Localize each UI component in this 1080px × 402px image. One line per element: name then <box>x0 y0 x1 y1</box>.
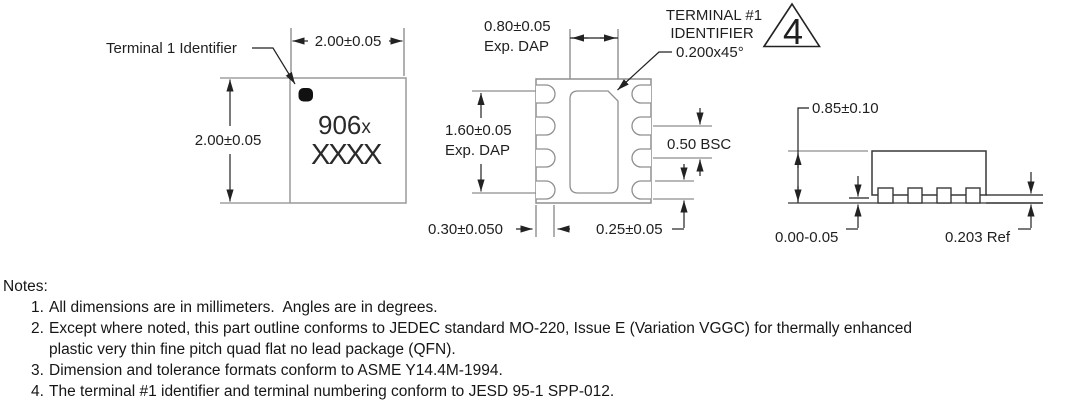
note-text-line: The terminal #1 identifier and terminal … <box>49 383 615 400</box>
note-flag-number: 4 <box>783 11 803 52</box>
bottom-view: 0.80±0.05 Exp. DAP 1.60±0.05 Exp. DAP 0.… <box>428 2 821 238</box>
note-number: 1. <box>31 299 44 316</box>
side-height-dimension <box>794 107 809 203</box>
dap-width-value: 0.80±0.05 <box>484 18 551 35</box>
terminal-1-identifier-dot <box>298 88 313 102</box>
note-item-3: 3. Dimension and tolerance formats confo… <box>3 360 1079 381</box>
top-view-width-value: 2.00±0.05 <box>315 33 382 50</box>
right-terminal-pads <box>631 84 651 200</box>
note-item-1: 1. All dimensions are in millimeters. An… <box>3 297 1079 318</box>
dap-height-label: Exp. DAP <box>445 142 510 159</box>
note-text-line: Dimension and tolerance formats conform … <box>49 362 503 379</box>
bottom-view-extension-lines <box>472 29 712 237</box>
note-item-4: 4. The terminal #1 identifier and termin… <box>3 381 1079 402</box>
top-view-height-value: 2.00±0.05 <box>195 132 262 149</box>
note-number: 2. <box>31 320 44 337</box>
standoff-dimension <box>846 176 869 230</box>
terminal-length-dimension <box>672 164 688 230</box>
terminal-length-value: 0.25±0.05 <box>596 221 663 238</box>
side-height-value: 0.85±0.10 <box>812 100 879 117</box>
standoff-value: 0.00-0.05 <box>775 229 838 246</box>
note-text-line: Except where noted, this part outline co… <box>49 320 912 337</box>
lead-thickness-dimension <box>986 172 1043 230</box>
exposed-dap-outline <box>569 90 619 194</box>
dap-width-label: Exp. DAP <box>484 38 549 55</box>
top-view: 906x XXXX 2.00±0.05 2.00±0.05 Terminal 1… <box>106 28 407 204</box>
side-view-leads <box>877 187 981 204</box>
pitch-value: 0.50 BSC <box>667 136 731 153</box>
note-number: 3. <box>31 362 44 379</box>
package-marking-line2: XXXX <box>311 139 382 171</box>
terminal-1-leader-line <box>252 47 296 85</box>
terminal1-callout-line2: IDENTIFIER <box>670 25 754 42</box>
notes-title: Notes: <box>3 278 48 295</box>
left-terminal-pads <box>536 84 556 200</box>
terminal-1-identifier-label: Terminal 1 Identifier <box>106 40 237 57</box>
dap-height-value: 1.60±0.05 <box>445 122 512 139</box>
terminal1-callout-line1: TERMINAL #1 <box>666 7 762 24</box>
terminal-width-value: 0.30±0.050 <box>428 221 503 238</box>
note-flag-triangle <box>762 2 821 48</box>
note-text-line: All dimensions are in millimeters. Angle… <box>49 299 438 316</box>
chamfer-value: 0.200x45° <box>676 44 744 61</box>
note-text-line: plastic very thin fine pitch quad flat n… <box>49 341 456 358</box>
side-view: 0.85±0.10 0.00-0.05 0.203 Ref <box>775 100 1043 246</box>
note-number: 4. <box>31 383 44 400</box>
note-item-2: 2. Except where noted, this part outline… <box>3 318 1079 360</box>
lead-thickness-value: 0.203 Ref <box>945 229 1011 246</box>
notes-section: Notes: 1. All dimensions are in millimet… <box>3 276 1079 402</box>
package-marking-line1: 906x <box>318 110 371 140</box>
top-view-extension-lines <box>220 28 405 204</box>
chamfer-leader-line <box>617 51 672 91</box>
drawing-canvas: 906x XXXX 2.00±0.05 2.00±0.05 Terminal 1… <box>106 2 1043 246</box>
